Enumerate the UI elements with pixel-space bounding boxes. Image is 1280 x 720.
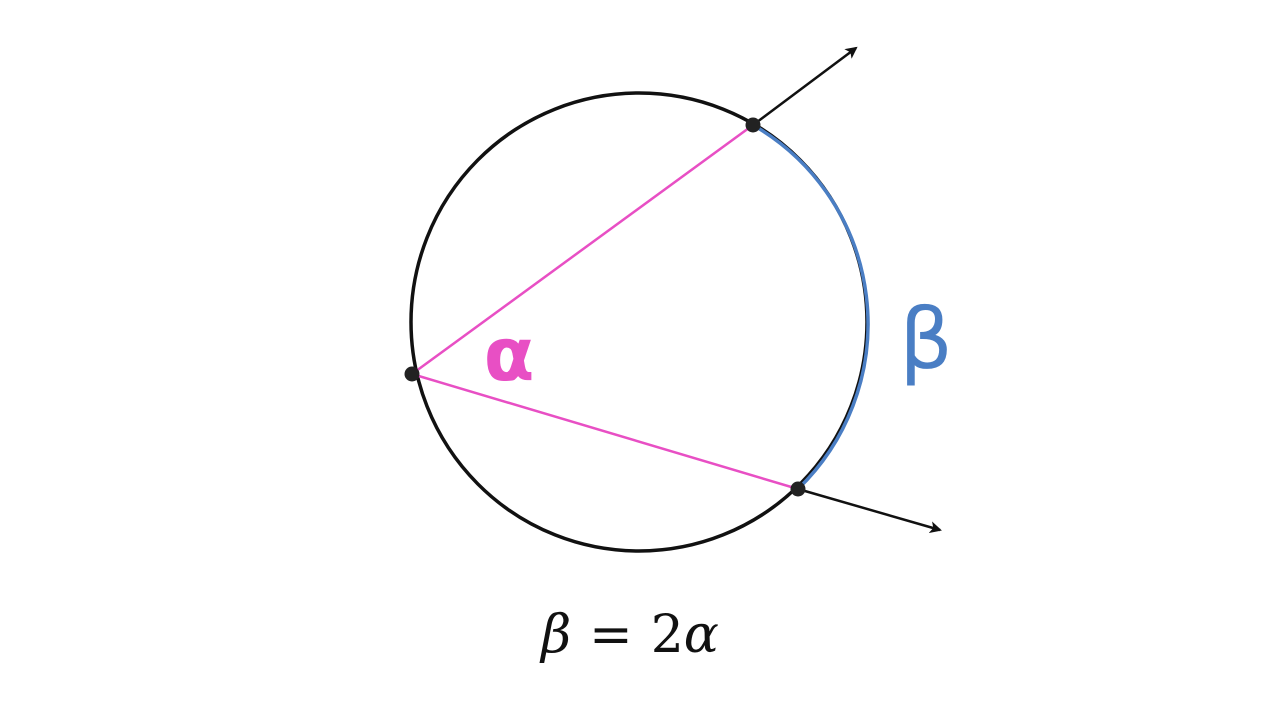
angle-label-alpha: α [484,312,535,398]
upper-chord [411,123,754,376]
arc-label-beta: β [899,290,953,388]
formula: β = 2α [539,605,719,665]
formula-equals: = [589,605,633,665]
lower-point [790,481,806,497]
upper-ray [752,46,858,127]
formula-lhs: β [539,605,571,665]
lower-ray [797,487,942,533]
upper-point [745,117,761,133]
lower-chord [411,372,799,491]
formula-coefficient: 2 [651,605,684,665]
intercepted-arc [752,123,870,491]
vertex-point [404,366,420,382]
formula-rhs-symbol: α [684,605,719,665]
